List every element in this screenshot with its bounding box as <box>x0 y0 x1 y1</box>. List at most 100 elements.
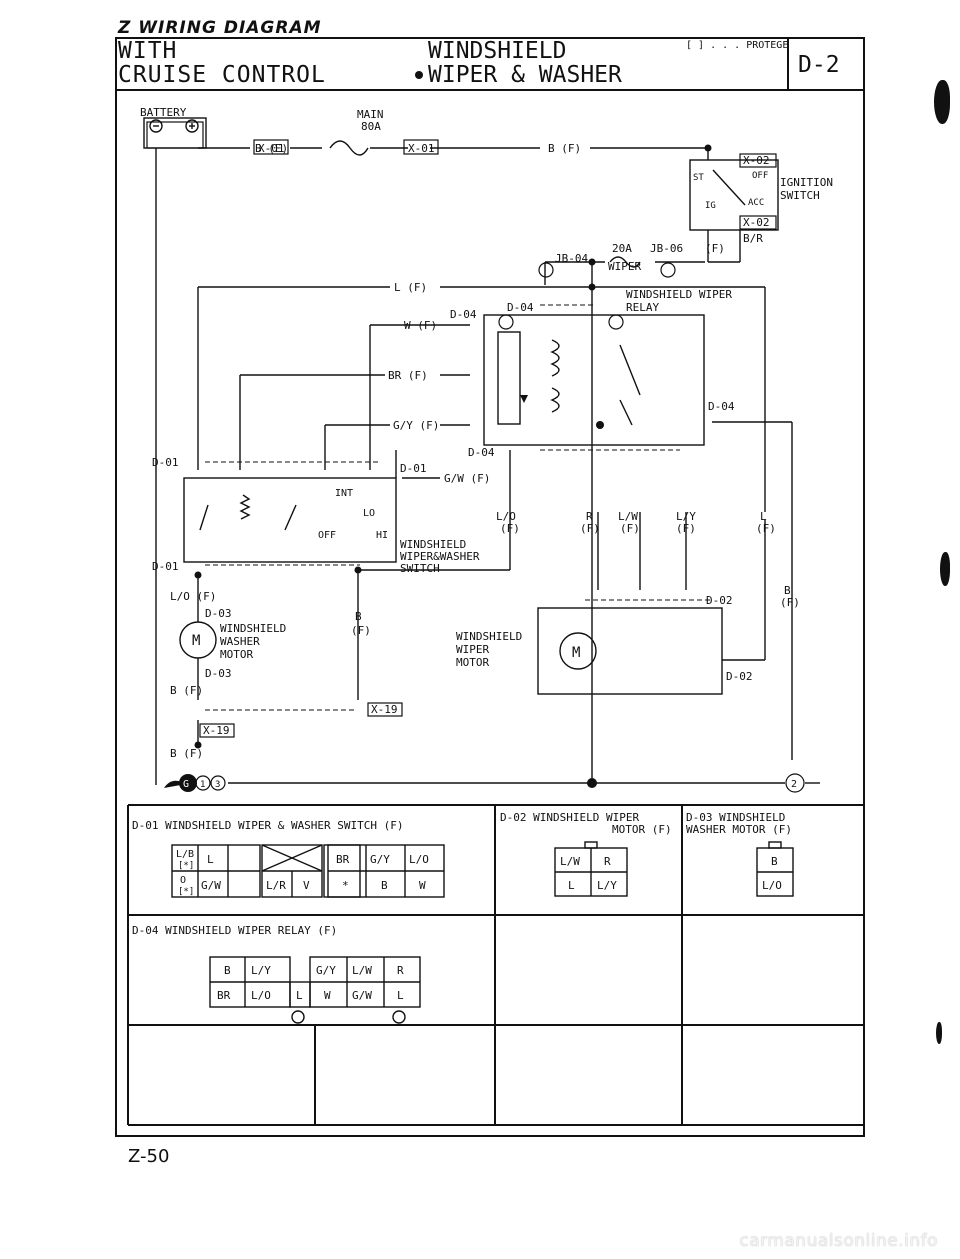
pin-label: [*] <box>178 861 194 871</box>
d03-label-a: D-03 <box>205 607 232 620</box>
binding-hole-mark <box>940 552 950 586</box>
binding-hole-mark <box>934 80 950 124</box>
wire-ly-label: L/Y <box>676 510 696 523</box>
diagram-code: D-2 <box>798 52 840 78</box>
model-label: [ ] . . . PROTEGE <box>686 40 788 51</box>
switch-ig: IG <box>705 201 716 211</box>
wire-bf-bottom: B (F) <box>170 747 203 760</box>
d01-title: D-01 WINDSHIELD WIPER & WASHER SWITCH (F… <box>132 819 404 832</box>
wire-br-label: BR (F) <box>388 369 428 382</box>
wire-br-top: B/R <box>743 232 763 245</box>
switch-acc: ACC <box>748 198 764 208</box>
battery-label: BATTERY <box>140 106 187 119</box>
relay-box <box>483 314 705 446</box>
d01-label-c: D-01 <box>152 560 179 573</box>
switch-hi: HI <box>376 530 388 541</box>
d04-label-d: D-04 <box>468 446 495 459</box>
d04-label-a: D-04 <box>450 308 477 321</box>
ignition-switch-box <box>689 159 779 231</box>
wire-ly-f: (F) <box>676 522 696 535</box>
pin-label: L/R <box>266 879 286 892</box>
pin-label: V <box>303 879 310 892</box>
switch-box <box>183 477 397 563</box>
wiper-motor-label-1: WINDSHIELD <box>456 630 522 643</box>
switch-int: INT <box>335 488 353 499</box>
wiper-fuse-label: WIPER <box>608 260 641 273</box>
d01-label-a: D-01 <box>152 456 179 469</box>
d03-title-1: D-03 WINDSHIELD <box>686 811 785 824</box>
wire-gw-label: G/W (F) <box>444 472 490 485</box>
wire-lo-label: L/O <box>496 510 516 523</box>
ground-1: 1 <box>200 780 205 790</box>
wiper-motor-label-2: WIPER <box>456 643 489 656</box>
pin-label: L <box>296 989 303 1002</box>
wire-b-center: B <box>355 610 362 623</box>
switch-label-2: WIPER&WASHER <box>400 550 480 563</box>
header-center-line2: WIPER & WASHER <box>428 62 622 88</box>
switch-st: ST <box>693 173 704 183</box>
ignition-switch-label-1: IGNITION <box>780 176 833 189</box>
d01-label-b: D-01 <box>400 462 427 475</box>
wire-lo-f: (F) <box>500 522 520 535</box>
relay-label-1: WINDSHIELD WIPER <box>626 288 732 301</box>
d02-title-2: MOTOR (F) <box>612 823 672 836</box>
pin-label: B <box>771 855 778 868</box>
connector-x02-b: X-02 <box>743 216 770 229</box>
switch-off: OFF <box>752 171 768 181</box>
wire-lw-label: L/W <box>618 510 638 523</box>
pin-label: * <box>342 879 349 892</box>
d02-label-b: D-02 <box>726 670 753 683</box>
wiper-motor-box <box>537 607 723 695</box>
wiper-motor-label-3: MOTOR <box>456 656 489 669</box>
main-fuse-label: MAIN <box>357 108 384 121</box>
wire-r-label: R <box>586 510 593 523</box>
header-center-line1: WINDSHIELD <box>428 38 566 64</box>
wiper-motor-letter: M <box>572 645 580 661</box>
pin-label: G/W <box>201 879 221 892</box>
pin-label: W <box>419 879 426 892</box>
d03-title-2: WASHER MOTOR (F) <box>686 823 792 836</box>
pin-label: L/Y <box>597 879 617 892</box>
pin-label: [*] <box>178 887 194 897</box>
d02-title-1: D-02 WINDSHIELD WIPER <box>500 811 639 824</box>
d04-label-b: D-04 <box>507 301 534 314</box>
wire-b-right-f: (F) <box>780 596 800 609</box>
d02-label-a: D-02 <box>706 594 733 607</box>
pin-label: L/Y <box>251 964 271 977</box>
pin-label: R <box>397 964 404 977</box>
ground-marker <box>179 774 197 792</box>
wire-b-washer: B (F) <box>170 684 203 697</box>
section-title: Z WIRING DIAGRAM <box>118 18 322 38</box>
connector-x01-b: X-01 <box>408 142 435 155</box>
ground-3: 3 <box>215 780 220 790</box>
pin-label: L/W <box>352 964 372 977</box>
bullet-icon <box>415 71 423 79</box>
binding-hole-mark <box>936 1022 942 1044</box>
wire-b-right: B <box>784 584 791 597</box>
pin-label: L <box>397 989 404 1002</box>
page-frame <box>115 37 865 1137</box>
wiper-motor-circle <box>559 632 597 670</box>
pin-label: G/W <box>352 989 372 1002</box>
relay-label-2: RELAY <box>626 301 659 314</box>
pin-label: BR <box>336 853 350 866</box>
d03-label-b: D-03 <box>205 667 232 680</box>
connector-x19-a: X-19 <box>371 703 398 716</box>
wire-be-label: B (E) <box>255 142 288 155</box>
connector-x19-b: X-19 <box>203 724 230 737</box>
pin-label: L/W <box>560 855 580 868</box>
pin-label: G/Y <box>316 964 336 977</box>
header-left-line1: WITH <box>118 38 177 64</box>
jb06-label: JB-06 <box>650 242 683 255</box>
connector-x02-a: X-02 <box>743 154 770 167</box>
wire-l-label: L (F) <box>394 281 427 294</box>
ignition-switch-label-2: SWITCH <box>780 189 820 202</box>
wire-r-f: (F) <box>580 522 600 535</box>
main-fuse-symbol <box>329 140 369 156</box>
switch-lo: LO <box>363 508 375 519</box>
page-number: Z-50 <box>128 1146 170 1167</box>
ground-g: G <box>183 779 189 790</box>
pin-label: G/Y <box>370 853 390 866</box>
watermark: carmanualsonline.info <box>739 1231 938 1251</box>
